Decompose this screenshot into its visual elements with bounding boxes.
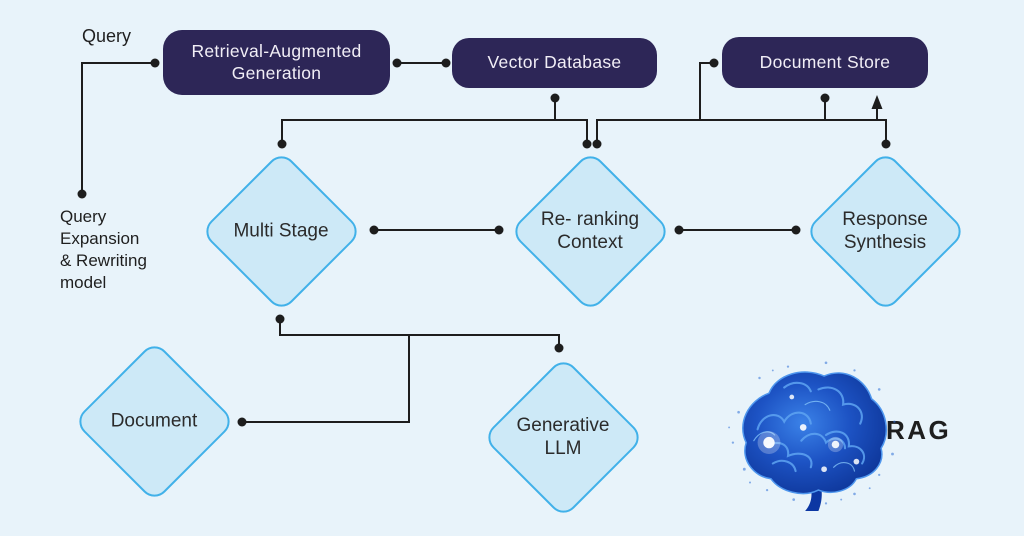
node-multi-stage-label: Multi Stage (233, 220, 329, 242)
node-document-store: Document Store (722, 37, 928, 88)
node-response-synthesis-label: Response Synthesis (842, 208, 928, 253)
query-expansion-note: Query Expansion & Rewriting model (60, 207, 147, 293)
node-vector-database: Vector Database (452, 38, 657, 88)
edge-query-to-rag (81, 62, 155, 194)
connector-dots (77, 58, 891, 427)
rag-caption: RAG (886, 415, 952, 445)
rail-docstore-to-diamonds (596, 119, 887, 144)
node-generative-llm-label: Generative LLM (516, 414, 610, 459)
node-re-ranking-context-label: Re- ranking Context (540, 208, 640, 253)
edge-multistage-to-generativellm (279, 319, 560, 348)
branch-docstore-left (699, 62, 713, 120)
node-document-label: Document (110, 410, 198, 432)
branch-to-document (244, 335, 410, 423)
arrowhead-up-icon (871, 95, 883, 109)
node-retrieval-augmented-generation: Retrieval-Augmented Generation (163, 30, 390, 95)
brain-icon (728, 361, 896, 511)
query-label: Query (82, 26, 132, 46)
rail-vectordb-to-diamonds (281, 119, 588, 144)
